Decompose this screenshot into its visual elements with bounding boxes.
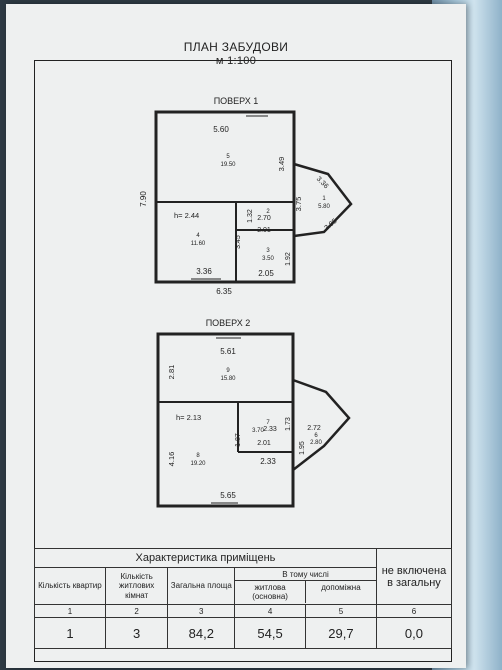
value-living: 54,5	[234, 617, 307, 649]
table-heading: Характеристика приміщень	[34, 548, 377, 568]
col-number: 6	[375, 604, 453, 618]
f2-room-no: 7	[266, 420, 270, 426]
drawing-frame	[34, 60, 452, 662]
f1-dim-bottom: 6.35	[216, 287, 232, 296]
f2-dim-bottom: 5.65	[220, 491, 236, 500]
col-number: 5	[305, 604, 377, 618]
f2-room-area: 3.70	[252, 428, 264, 434]
f2-dim-bay-a: 2.72	[307, 425, 321, 432]
f2-height: h= 2.13	[176, 413, 201, 422]
f2-dim-inner-b: 2.01	[257, 440, 271, 447]
f2-dim-left-upper: 2.81	[167, 365, 176, 380]
value-excluded: 0,0	[375, 617, 453, 649]
col-living: житлова (основна)	[235, 580, 307, 604]
f1-dim-top: 5.60	[213, 125, 229, 134]
f1-room-area: 11.60	[191, 241, 206, 247]
floor2-plan	[156, 332, 351, 508]
floor1-label: ПОВЕРХ 1	[214, 96, 259, 106]
f1-dim-right-upper: 3.49	[277, 157, 286, 172]
f1-room-no: 1	[322, 196, 326, 202]
floor1-plan	[154, 110, 353, 284]
f1-dim-inner-d: 1.32	[247, 209, 254, 223]
col-auxiliary: допоміжна	[321, 582, 361, 592]
f1-dim-inner-b: 2.01	[257, 227, 271, 234]
characteristics-table: Характеристика приміщень не включена в з…	[34, 548, 453, 649]
col-number: 1	[34, 604, 106, 618]
f1-room-area: 3.50	[262, 256, 274, 262]
floor-plans-drawing: ПОВЕРХ 1 5.60 7.90 3.49 3.75 3.36 3.95 h…	[139, 96, 353, 508]
f2-room-no: 6	[314, 433, 318, 439]
f2-room-area: 2.80	[310, 440, 322, 446]
f1-dim-inner-a: 2.70	[257, 215, 271, 222]
col-number: 3	[167, 604, 236, 618]
f1-room-area: 5.80	[318, 204, 330, 210]
value-apartments: 1	[34, 617, 106, 649]
col-subheading: В тому числі	[235, 569, 376, 581]
f2-dim-inner-c: 1.87	[235, 433, 242, 447]
value-total: 84,2	[167, 617, 236, 649]
f1-room-no: 2	[266, 209, 270, 215]
f1-dim-inner-c: 1.92	[285, 252, 292, 266]
col-excluded: не включена в загальну	[375, 548, 453, 605]
document-sheet: ПЛАН ЗАБУДОВИ м 1:100	[6, 4, 466, 668]
scale-label: м 1:100	[215, 55, 257, 67]
f2-room-area: 19.20	[190, 461, 206, 467]
f2-dim-inner-d: 1.73	[285, 417, 292, 431]
col-apartments: Кількість квартир	[34, 567, 106, 605]
col-total: Загальна площа	[167, 567, 236, 605]
f1-dim-left: 7.90	[139, 191, 148, 207]
f1-dim-right-mid: 3.75	[294, 197, 303, 212]
f1-dim-bay-upper: 3.36	[315, 176, 330, 191]
f2-room-area: 15.80	[220, 376, 236, 382]
f2-dim-inner-a: 2.33	[263, 426, 277, 433]
page-title: ПЛАН ЗАБУДОВИ	[183, 40, 289, 54]
f2-dim-left-lower: 4.16	[167, 452, 176, 467]
f1-height: h= 2.44	[174, 211, 199, 220]
value-rooms: 3	[104, 617, 169, 649]
value-auxiliary: 29,7	[305, 617, 377, 649]
f2-room-no: 8	[196, 453, 200, 459]
f2-dim-right-bottom: 2.33	[260, 457, 276, 466]
f1-room-no: 3	[266, 248, 270, 254]
f1-room-area: 19.50	[220, 162, 236, 168]
floor2-label: ПОВЕРХ 2	[206, 318, 251, 328]
f2-dim-bay-b: 1.95	[299, 441, 306, 455]
col-number: 4	[234, 604, 307, 618]
f1-dim-bottom-right: 2.05	[258, 269, 274, 278]
col-number: 2	[104, 604, 169, 618]
f2-dim-top: 5.61	[220, 347, 236, 356]
f1-room-no: 5	[226, 154, 230, 160]
f1-room-no: 4	[196, 233, 200, 239]
f2-room-no: 9	[226, 368, 230, 374]
f1-dim-bottom-left: 3.36	[196, 267, 212, 276]
col-subgroup: В тому числі житлова (основна) допоміжна	[234, 567, 377, 605]
col-rooms: Кількість житлових кімнат	[104, 567, 169, 605]
f1-dim-inner-e: 3.45	[235, 235, 242, 249]
